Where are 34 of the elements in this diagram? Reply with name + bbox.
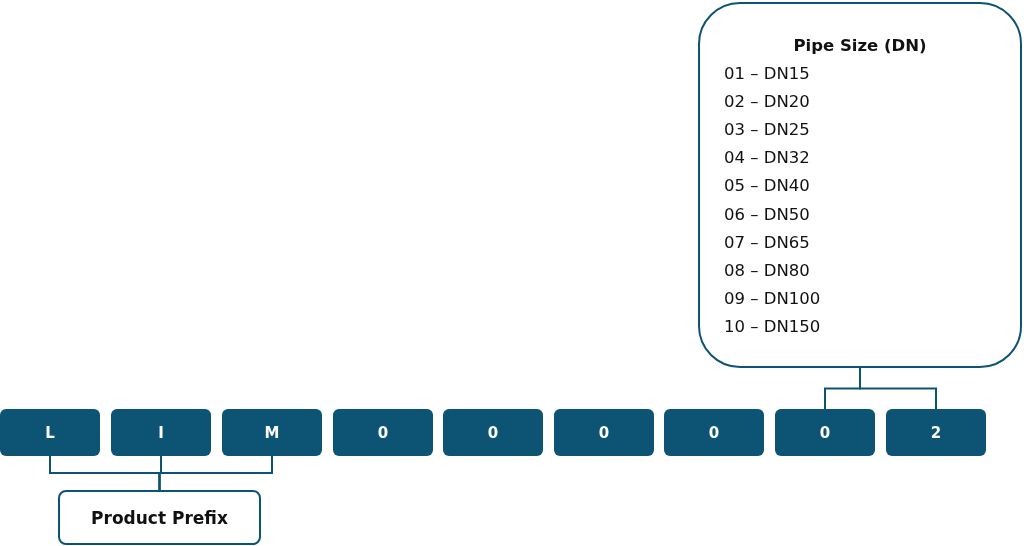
list-item: 09 – DN100	[724, 287, 822, 310]
list-item: 10 – DN150	[724, 315, 822, 338]
code-character: 2	[930, 423, 942, 442]
code-character: M	[264, 423, 280, 442]
code-tile	[886, 409, 986, 456]
label-box	[58, 490, 261, 545]
label-text: Product Prefix	[91, 507, 228, 528]
list-item: 03 – DN25	[724, 119, 811, 142]
list-item: 05 – DN40	[724, 175, 811, 198]
list-item: 04 – DN32	[724, 147, 811, 170]
code-tile	[664, 409, 764, 456]
connector-line	[859, 367, 937, 410]
code-tile	[443, 409, 543, 456]
list-item: 02 – DN20	[724, 91, 811, 114]
code-tile	[333, 409, 433, 456]
code-character: 0	[819, 423, 831, 442]
code-tile	[222, 409, 322, 456]
list-item: 08 – DN80	[724, 259, 811, 282]
heading: Pipe Size (DN)	[792, 35, 928, 57]
code-tile	[554, 409, 654, 456]
list-item: 06 – DN50	[724, 203, 811, 226]
connector-line	[158, 455, 273, 491]
legend-card	[698, 2, 1022, 368]
code-character: I	[158, 423, 164, 442]
code-tile	[0, 409, 100, 456]
code-character: 0	[598, 423, 610, 442]
code-tile	[111, 409, 211, 456]
code-character: 0	[487, 423, 499, 442]
code-character: 0	[377, 423, 389, 442]
code-tile	[775, 409, 875, 456]
list-item: 01 – DN15	[724, 63, 811, 86]
list-item: 07 – DN65	[724, 231, 811, 254]
code-character: 0	[708, 423, 720, 442]
code-character: L	[45, 423, 55, 442]
